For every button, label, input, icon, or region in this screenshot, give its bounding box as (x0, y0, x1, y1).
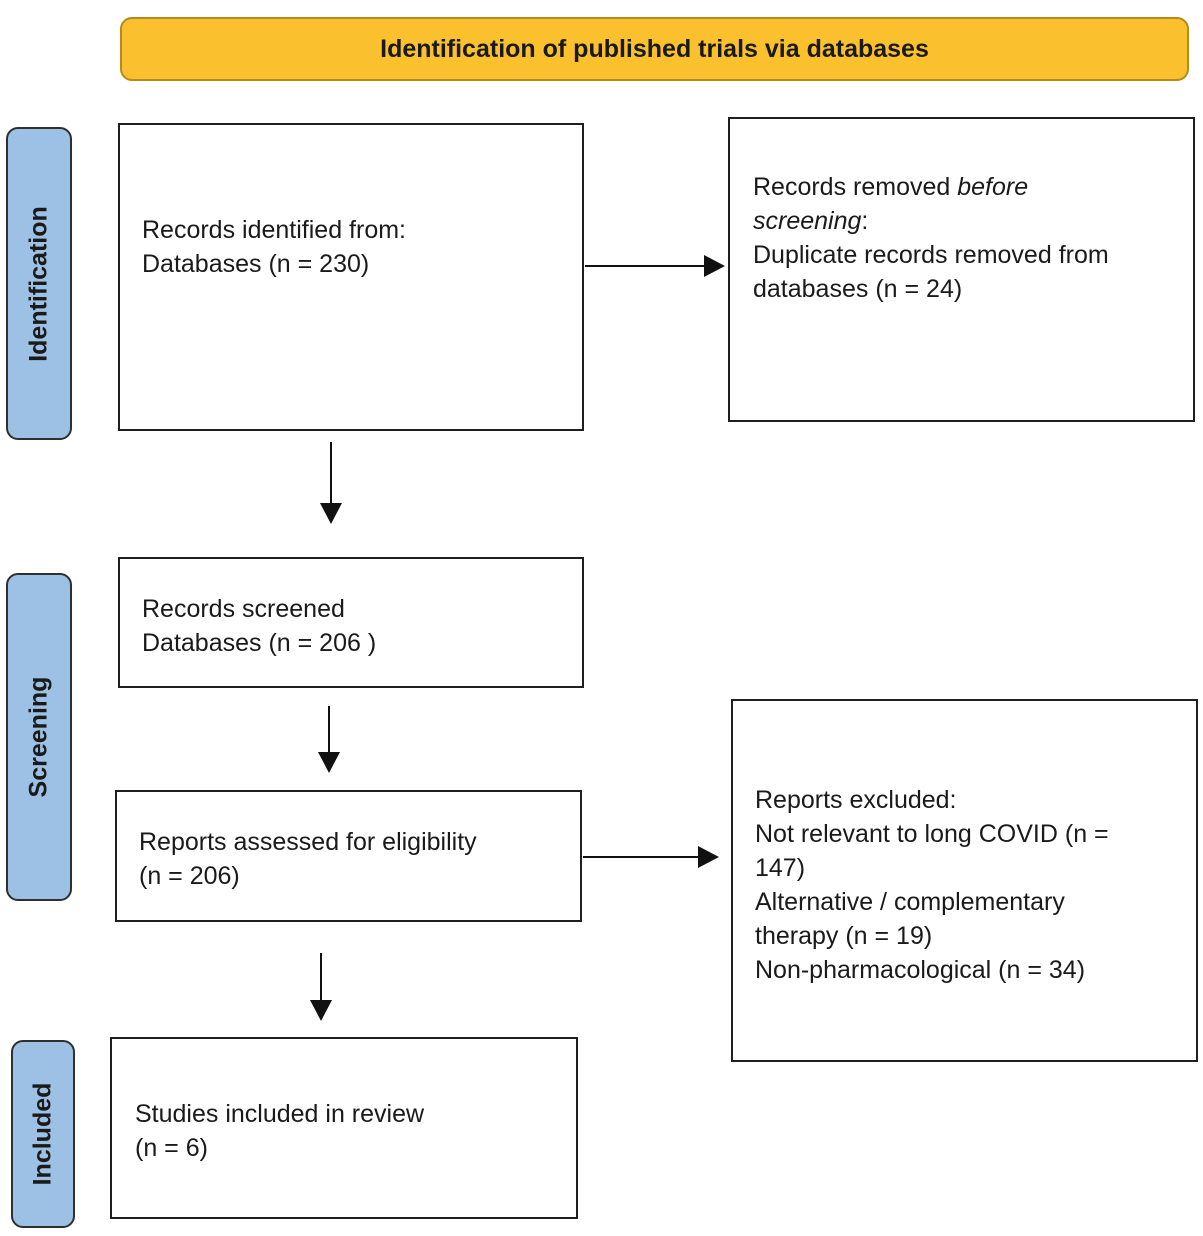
records-removed-screening: screening (753, 207, 862, 235)
records-identified-heading: Records identified from: (142, 216, 407, 244)
arrow-assessed-to-excluded (583, 846, 719, 868)
header-title: Identification of published trials via d… (380, 34, 929, 63)
arrow-identified-to-removed (585, 255, 725, 277)
records-screened-heading: Records screened (142, 595, 345, 623)
excluded-alternative-count: therapy (n = 19) (755, 922, 933, 950)
records-removed-before: before (957, 173, 1029, 201)
reports-assessed-heading: Reports assessed for eligibility (139, 828, 477, 856)
records-removed-subheading: screening: (753, 204, 1109, 238)
studies-included-count: (n = 6) (135, 1134, 208, 1162)
phase-screening: Screening (6, 573, 72, 901)
records-screened-count: Databases (n = 206 ) (142, 629, 377, 657)
excluded-non-pharmacological: Non-pharmacological (n = 34) (755, 956, 1086, 984)
records-screened-box: Records screened Databases (n = 206 ) (118, 557, 584, 688)
reports-assessed-count: (n = 206) (139, 862, 240, 890)
studies-included-heading: Studies included in review (135, 1100, 425, 1128)
duplicates-removed-count: databases (n = 24) (753, 275, 963, 303)
studies-included-box: Studies included in review (n = 6) (110, 1037, 578, 1219)
phase-identification: Identification (6, 127, 72, 440)
records-removed-heading: Records removed before (753, 170, 1109, 204)
excluded-not-relevant: Not relevant to long COVID (n = (755, 820, 1109, 848)
arrow-assessed-to-included (310, 953, 332, 1021)
records-removed-colon: : (861, 207, 869, 235)
records-removed-box: Records removed before screening: Duplic… (728, 117, 1195, 422)
excluded-alternative: Alternative / complementary (755, 888, 1065, 916)
duplicates-removed-text: Duplicate records removed from (753, 241, 1109, 269)
reports-assessed-box: Reports assessed for eligibility (n = 20… (115, 790, 582, 922)
records-removed-prefix: Records removed (753, 173, 958, 201)
reports-excluded-box: Reports excluded: Not relevant to long C… (731, 699, 1198, 1062)
arrow-screened-to-assessed (318, 706, 340, 773)
records-identified-box: Records identified from: Databases (n = … (118, 123, 584, 431)
excluded-not-relevant-count: 147) (755, 854, 806, 882)
records-identified-count: Databases (n = 230) (142, 250, 370, 278)
reports-excluded-heading: Reports excluded: (755, 786, 957, 814)
header-banner: Identification of published trials via d… (120, 17, 1189, 81)
arrow-identified-to-screened (320, 442, 342, 524)
phase-included: Included (11, 1040, 75, 1228)
